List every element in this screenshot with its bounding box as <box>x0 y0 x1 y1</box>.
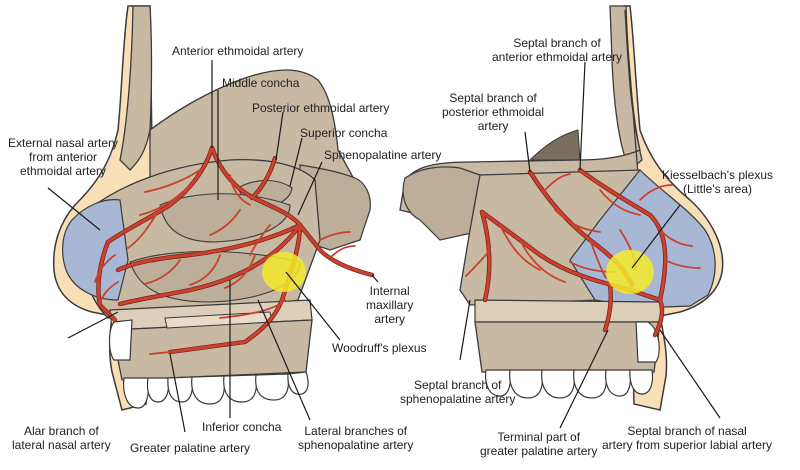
left-incisor <box>108 319 133 361</box>
left-maxilla <box>111 319 313 381</box>
label-superior-concha: Superior concha <box>300 126 388 140</box>
label-woodruffs-plexus: Woodruff's plexus <box>332 341 427 355</box>
middle-concha-shape <box>159 193 291 243</box>
label-greater-palatine-artery: Greater palatine artery <box>130 441 251 455</box>
label-septal-branch-posterior-ethmoidal: Septal branch of posterior ethmoidal art… <box>442 91 545 133</box>
woodruffs-plexus <box>262 252 306 292</box>
lateral-wall-panel <box>52 5 375 411</box>
label-alar-branch: Alar branch of lateral nasal artery <box>12 424 111 452</box>
right-maxilla <box>474 321 661 373</box>
label-terminal-part-greater-palatine: Terminal part of greater palatine artery <box>480 430 598 458</box>
label-septal-branch-anterior-ethmoidal: Septal branch of anterior ethmoidal arte… <box>492 36 623 64</box>
kiesselbachs-plexus <box>606 250 654 294</box>
label-lateral-branches-sphenopalatine: Lateral branches of sphenopalatine arter… <box>298 424 414 452</box>
greater-palatine-canal <box>164 311 273 329</box>
label-external-nasal-artery: External nasal artery from anterior ethm… <box>8 136 119 178</box>
label-anterior-ethmoidal-artery: Anterior ethmoidal artery <box>172 44 304 58</box>
right-teeth <box>485 369 654 399</box>
right-incisor <box>635 321 660 363</box>
lateral-arteries <box>94 145 375 355</box>
left-nasal-cartilage <box>62 199 129 301</box>
label-inferior-concha: Inferior concha <box>202 420 282 434</box>
label-sphenopalatine-artery: Sphenopalatine artery <box>324 148 442 162</box>
label-posterior-ethmoidal-artery: Posterior ethmoidal artery <box>252 101 390 115</box>
label-kiesselbachs-plexus: Kiesselbach's plexus (Little's area) <box>662 168 774 196</box>
right-hard-palate <box>474 299 663 323</box>
crista-galli <box>528 129 581 161</box>
label-septal-branch-nasal-superior-labial: Septal branch of nasal artery from super… <box>602 424 773 452</box>
left-teeth <box>123 371 309 409</box>
left-frontal-bone <box>119 5 153 171</box>
label-septal-branch-sphenopalatine: Septal branch of sphenopalatine artery <box>400 378 516 406</box>
leader-lines <box>47 60 721 433</box>
label-middle-concha: Middle concha <box>222 76 300 90</box>
septum-panel <box>399 5 724 411</box>
label-internal-maxillary-artery: Internal maxillary artery <box>366 284 414 326</box>
